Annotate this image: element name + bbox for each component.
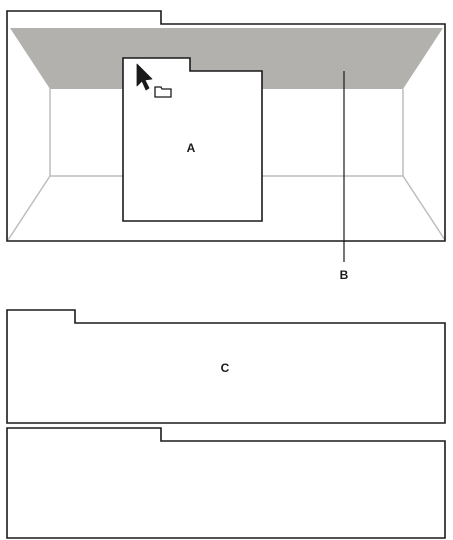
bottom-panel-frame <box>6 427 446 539</box>
bottom-panel-group <box>6 427 446 539</box>
top-window-group: A B <box>6 10 446 282</box>
top-window-frame <box>6 10 446 242</box>
drop-zone-highlight <box>10 28 443 89</box>
label-c: C <box>221 361 230 375</box>
panel-c-group: C <box>6 309 446 424</box>
arrow-cursor-icon <box>136 63 153 91</box>
panel-c-frame <box>6 309 446 424</box>
dragged-panel[interactable] <box>122 57 263 222</box>
label-b: B <box>340 268 349 282</box>
folder-icon <box>154 86 172 98</box>
label-a: A <box>187 141 196 155</box>
